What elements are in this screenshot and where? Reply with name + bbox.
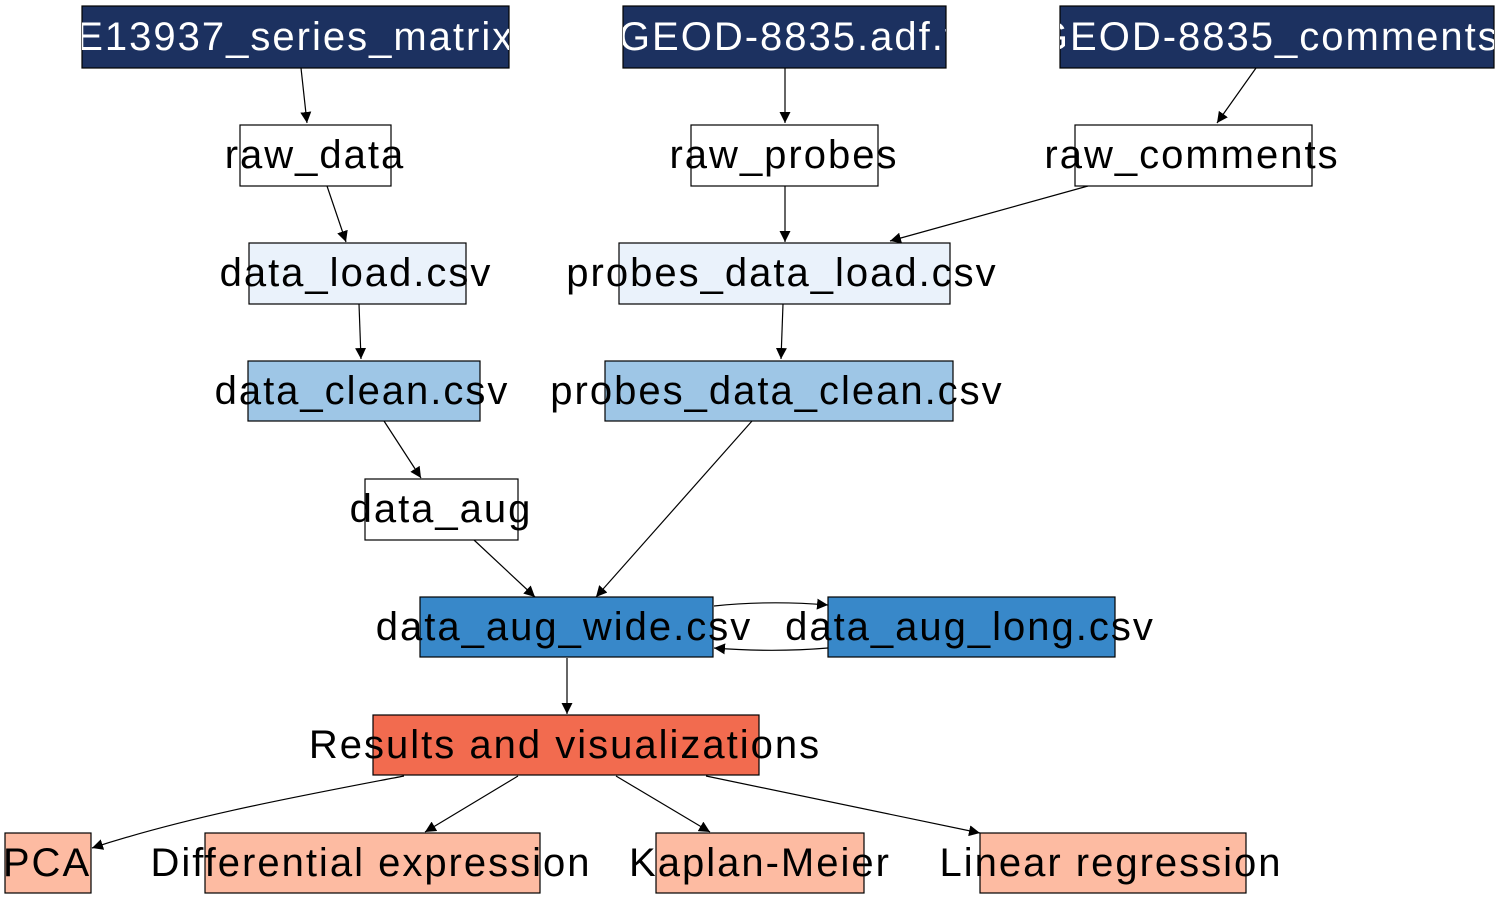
node-data-clean: data_clean.csv xyxy=(215,360,510,422)
edge-results-to-linreg xyxy=(705,775,981,837)
edge-probes-load-to-probes-clean xyxy=(775,303,787,360)
node-data-aug: data_aug xyxy=(350,478,533,541)
node-probes-clean: probes_data_clean.csv xyxy=(550,360,1003,422)
edge-data-aug-to-aug-wide xyxy=(473,539,536,598)
node-results: Results and visualizations xyxy=(309,714,821,776)
edge-series-matrix-to-raw-data xyxy=(300,67,312,124)
node-raw-probes-label: raw_probes xyxy=(669,133,898,177)
edge-aug-long-to-aug-wide xyxy=(713,643,829,655)
edge-data-load-to-data-clean xyxy=(355,303,367,360)
node-results-label: Results and visualizations xyxy=(309,723,821,767)
node-series-matrix-label: GSE13937_series_matrix.txt xyxy=(14,15,575,59)
edge-data-clean-to-data-aug xyxy=(383,420,422,479)
node-probes-clean-label: probes_data_clean.csv xyxy=(550,369,1003,413)
node-series-matrix: GSE13937_series_matrix.txt xyxy=(14,5,575,69)
edge-raw-comments-to-probes-load xyxy=(889,185,1089,244)
node-data-load-label: data_load.csv xyxy=(220,251,493,295)
node-km: Kaplan-Meier xyxy=(629,832,891,894)
edge-aug-wide-to-aug-long xyxy=(713,598,829,610)
node-linreg: Linear regression xyxy=(939,832,1282,894)
node-probes-load-label: probes_data_load.csv xyxy=(566,251,997,295)
node-pca-label: PCA xyxy=(3,841,91,885)
node-linreg-label: Linear regression xyxy=(939,841,1282,885)
nodes-layer: GSE13937_series_matrix.txt E-GEOD-8835.a… xyxy=(3,5,1500,894)
node-diffexp: Differential expression xyxy=(150,832,591,894)
node-data-load: data_load.csv xyxy=(220,242,493,305)
node-comments-label: E-GEOD-8835_comments.txt xyxy=(993,15,1500,59)
edge-raw-data-to-data-load xyxy=(326,185,348,243)
node-aug-wide-label: data_aug_wide.csv xyxy=(376,605,752,649)
node-raw-data: raw_data xyxy=(225,124,406,187)
node-aug-wide: data_aug_wide.csv xyxy=(376,596,752,658)
node-raw-comments-label: raw_comments xyxy=(1044,133,1339,177)
node-adf: E-GEOD-8835.adf.txt xyxy=(575,5,993,69)
edge-results-to-km xyxy=(615,775,711,833)
edge-probes-clean-to-aug-wide xyxy=(595,420,753,598)
edge-comments-to-raw-comments xyxy=(1216,67,1257,124)
node-diffexp-label: Differential expression xyxy=(150,841,591,885)
edge-results-to-pca xyxy=(91,775,405,850)
node-aug-long-label: data_aug_long.csv xyxy=(785,605,1155,649)
node-pca: PCA xyxy=(3,832,92,894)
edge-results-to-diffexp xyxy=(424,775,519,833)
node-probes-load: probes_data_load.csv xyxy=(566,242,997,305)
node-raw-data-label: raw_data xyxy=(225,133,406,177)
node-adf-label: E-GEOD-8835.adf.txt xyxy=(575,15,993,59)
node-data-clean-label: data_clean.csv xyxy=(215,369,510,413)
node-data-aug-label: data_aug xyxy=(350,487,533,531)
node-km-label: Kaplan-Meier xyxy=(629,841,891,885)
node-raw-comments: raw_comments xyxy=(1044,124,1339,187)
edges-layer xyxy=(91,67,1257,850)
node-comments: E-GEOD-8835_comments.txt xyxy=(993,5,1500,69)
node-raw-probes: raw_probes xyxy=(669,124,898,187)
node-aug-long: data_aug_long.csv xyxy=(785,596,1155,658)
